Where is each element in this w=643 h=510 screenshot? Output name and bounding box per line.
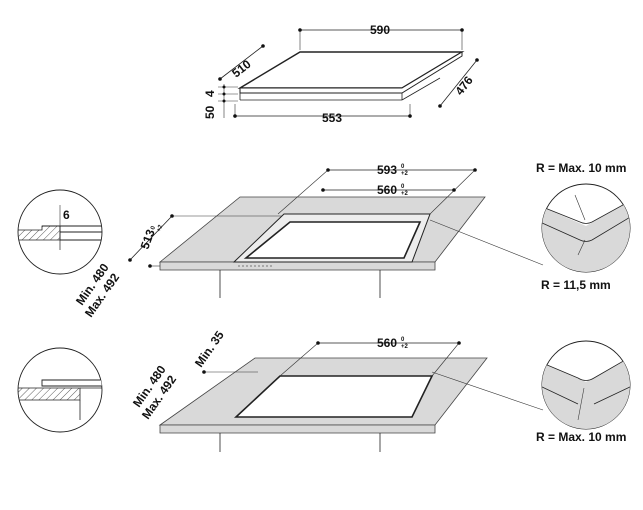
- dim-590-label: 590: [370, 23, 390, 37]
- hob-top-view: 590 510 476 553 50 4: [203, 23, 479, 125]
- dim-590-line: [298, 28, 464, 50]
- dim-560-flush-tol-top: 0: [401, 184, 405, 190]
- dim-553-line: [233, 104, 412, 118]
- flush-corner-detail: [429, 183, 631, 273]
- dim-553-label: 553: [322, 111, 342, 125]
- corner-radius-11-label: R = 11,5 mm: [541, 278, 611, 292]
- dim-480-492-line-flush: [148, 264, 160, 268]
- corner-radius-max-label: R = Max. 10 mm: [536, 161, 626, 175]
- standard-corner-radius-label: R = Max. 10 mm: [536, 430, 626, 444]
- dim-513-label: 513: [138, 227, 158, 251]
- dim-513-tol-bottom: +2: [156, 224, 164, 233]
- standard-edge-detail: [17, 347, 103, 433]
- dim-560-standard-tol-bottom: +2: [401, 344, 409, 350]
- flush-cutout-worktop: [158, 196, 486, 298]
- standard-corner-detail: [431, 340, 631, 430]
- dim-476-line: [438, 58, 479, 108]
- dim-min-35: Min. 35: [192, 328, 227, 370]
- dim-560-flush-label: 560: [377, 183, 397, 197]
- dim-513-tol-top: 0: [150, 225, 157, 231]
- detail-step-6-label: 6: [63, 208, 70, 222]
- dim-4-label: 4: [203, 90, 217, 97]
- dim-510-label: 510: [229, 57, 254, 81]
- dim-height-lines: [218, 84, 238, 118]
- dim-560-line-standard: [279, 341, 461, 377]
- dim-560-standard-label: 560: [377, 336, 397, 350]
- dim-510-line: [218, 44, 265, 81]
- dim-560-line-flush: [321, 188, 456, 192]
- dim-476-label: 476: [452, 73, 476, 98]
- dim-593-line: [277, 168, 477, 215]
- dim-593-label: 593: [377, 163, 397, 177]
- dim-593-tol-top: 0: [401, 164, 405, 170]
- dim-593-tol-bottom: +2: [401, 171, 409, 177]
- dim-513-line: [128, 214, 282, 262]
- dim-560-flush-tol-bottom: +2: [401, 191, 409, 197]
- dim-min35-line: [202, 370, 258, 374]
- dim-560-standard-tol-top: 0: [401, 337, 405, 343]
- standard-cutout-worktop: [158, 357, 488, 452]
- flush-edge-detail: 6: [17, 189, 103, 275]
- dim-50-label: 50: [203, 105, 217, 119]
- hob-glass-outline: [237, 51, 465, 101]
